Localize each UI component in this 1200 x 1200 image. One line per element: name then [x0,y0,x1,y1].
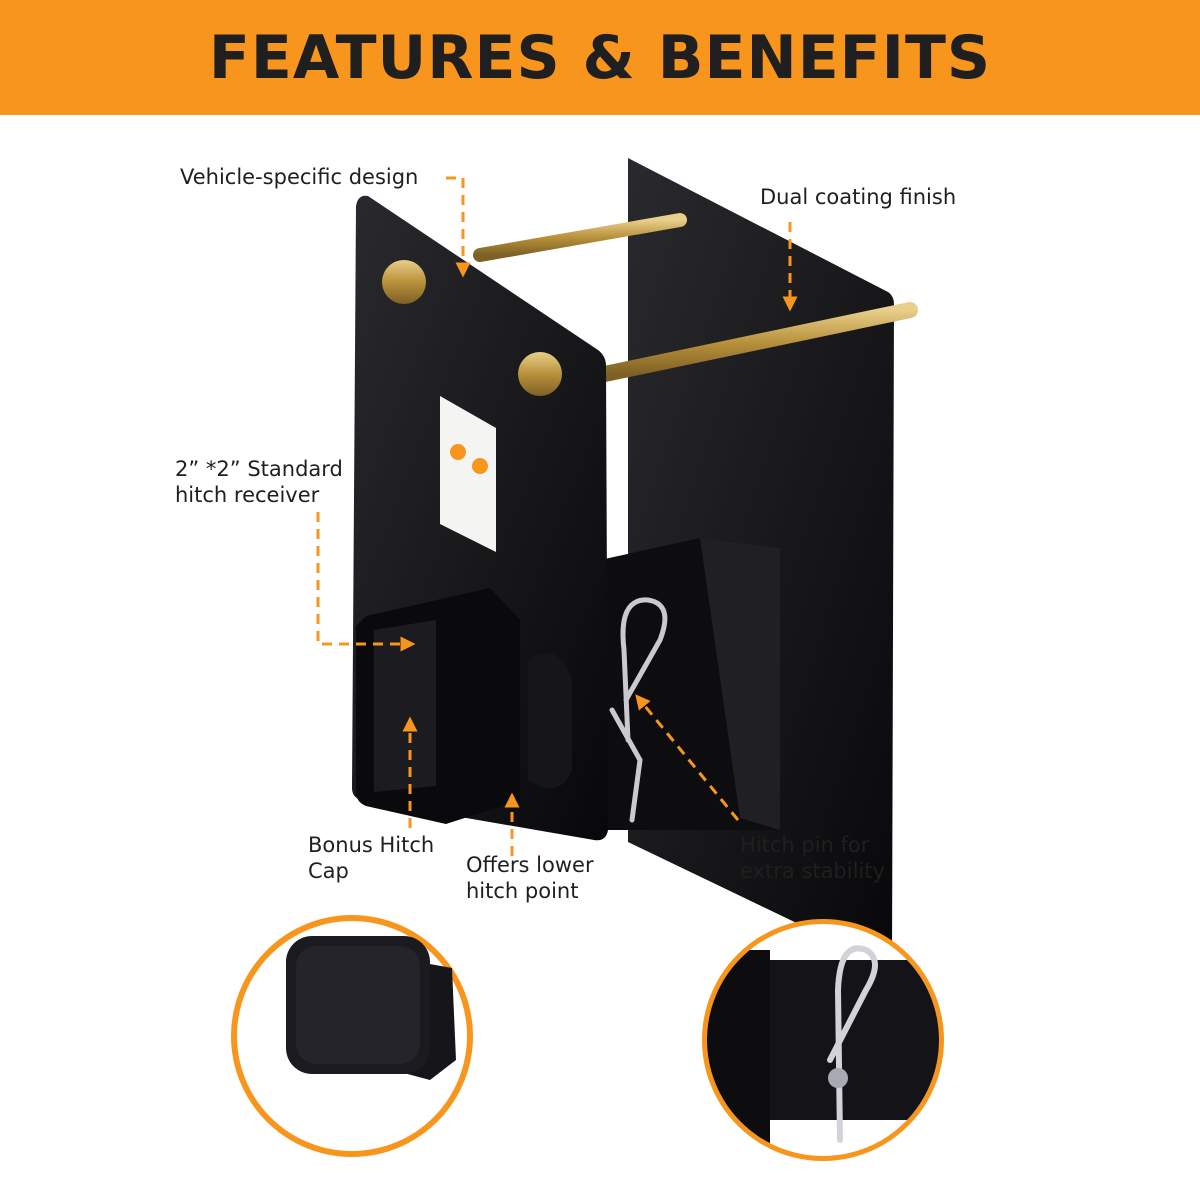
receiver-tube [600,538,780,830]
page-title: FEATURES & BENEFITS [208,22,992,93]
callout-line: Cap [308,859,349,883]
callout-line: hitch receiver [175,483,320,507]
threaded-rods [473,213,918,383]
header-banner: FEATURES & BENEFITS [0,0,1200,115]
callout-dual-coating: Dual coating finish [760,185,957,209]
callout-lower-hitch-point: Offers lower hitch point [466,852,594,904]
callout-line: hitch point [466,879,579,903]
callout-arrows [316,176,798,856]
callout-vehicle-specific: Vehicle-specific design [180,165,419,189]
inset-hitch-cap [231,915,473,1157]
callout-line: extra stability [740,859,885,883]
inset-hitch-pin [702,919,944,1161]
callout-line: Offers lower [466,853,594,877]
callout-bonus-hitch-cap: Bonus Hitch Cap [308,832,434,884]
callout-line: Bonus Hitch [308,833,435,857]
callout-hitch-pin: Hitch pin for extra stability [740,832,885,884]
callout-line: 2” *2” Standard [175,457,343,481]
callout-line: Hitch pin for [740,833,870,857]
hitch-cap [356,588,572,824]
callout-standard-receiver: 2” *2” Standard hitch receiver [175,456,343,508]
hitch-pin [609,597,668,823]
product-label-sticker [440,396,496,552]
